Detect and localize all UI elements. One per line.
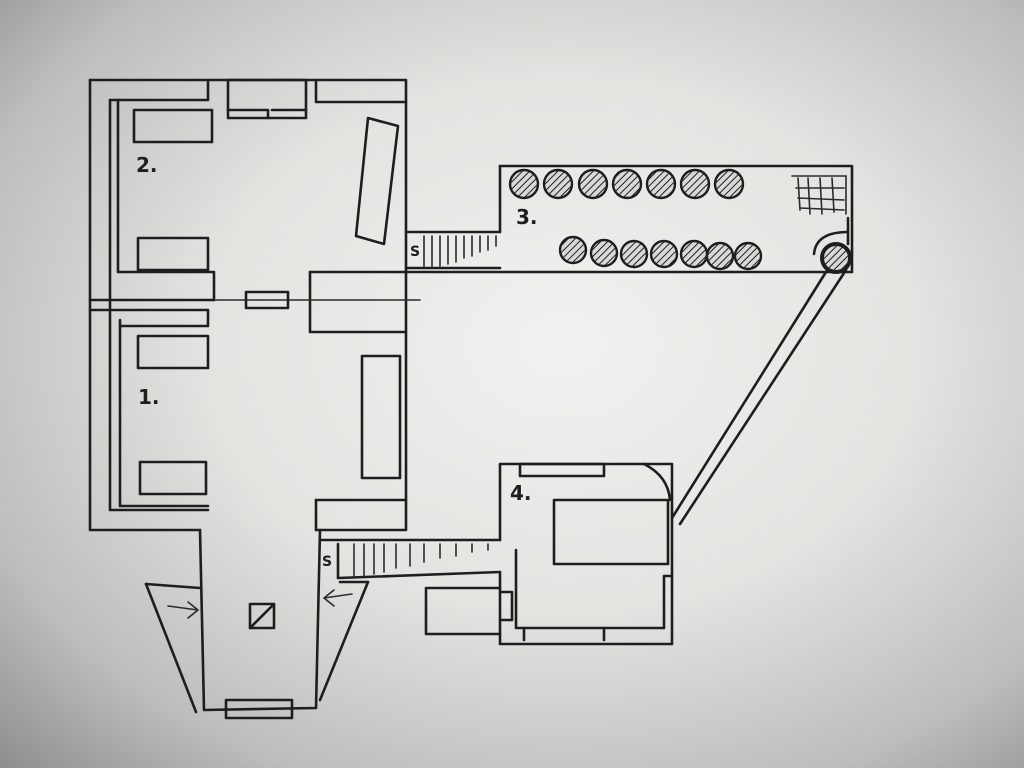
table	[136, 334, 210, 370]
hatched-circle-icon	[733, 241, 763, 271]
hatched-circle-icon	[619, 239, 649, 269]
bench	[354, 116, 400, 246]
shelf	[518, 462, 606, 478]
room-2-label: 2.	[136, 153, 158, 177]
hatched-circle-icon	[508, 168, 540, 200]
entrance-door	[224, 698, 294, 720]
door-hatch	[244, 290, 290, 310]
upper-stairs	[404, 164, 502, 270]
hatched-circle-icon	[679, 168, 711, 200]
room-4-label: 4.	[510, 481, 532, 505]
stairs-upper-label: S	[410, 244, 420, 260]
bench	[360, 354, 402, 480]
stairs-lower-label: S	[322, 554, 332, 570]
hatched-circle-icon	[820, 242, 852, 274]
left-building-walls	[88, 78, 421, 532]
hatched-circle-icon	[645, 168, 677, 200]
table	[136, 236, 210, 272]
barrels-top-row	[508, 168, 745, 200]
connecting-tunnel	[670, 268, 848, 526]
cobweb-icon	[791, 175, 847, 215]
room-3-label: 3.	[516, 205, 538, 229]
room-1-label: 1.	[138, 385, 160, 409]
hatched-circle-icon	[611, 168, 643, 200]
table	[138, 460, 208, 496]
lower-stairs	[318, 538, 502, 580]
room-1-furniture	[136, 334, 402, 496]
hatched-circle-icon	[713, 168, 745, 200]
entrance-corridor	[144, 528, 370, 720]
table	[132, 108, 214, 144]
barrels-bottom-row	[558, 235, 763, 271]
room-2-furniture	[132, 108, 400, 310]
hatched-circle-icon	[542, 168, 574, 200]
hatched-circle-icon	[558, 235, 588, 265]
room-4	[424, 462, 674, 646]
hatched-circle-icon	[589, 238, 619, 268]
hatched-circle-icon	[577, 168, 609, 200]
hatched-circle-icon	[679, 239, 709, 269]
room-3	[404, 164, 854, 274]
crate-icon	[248, 602, 276, 630]
hatched-circle-icon	[649, 239, 679, 269]
hatched-circle-icon	[705, 241, 735, 271]
table	[552, 498, 670, 566]
